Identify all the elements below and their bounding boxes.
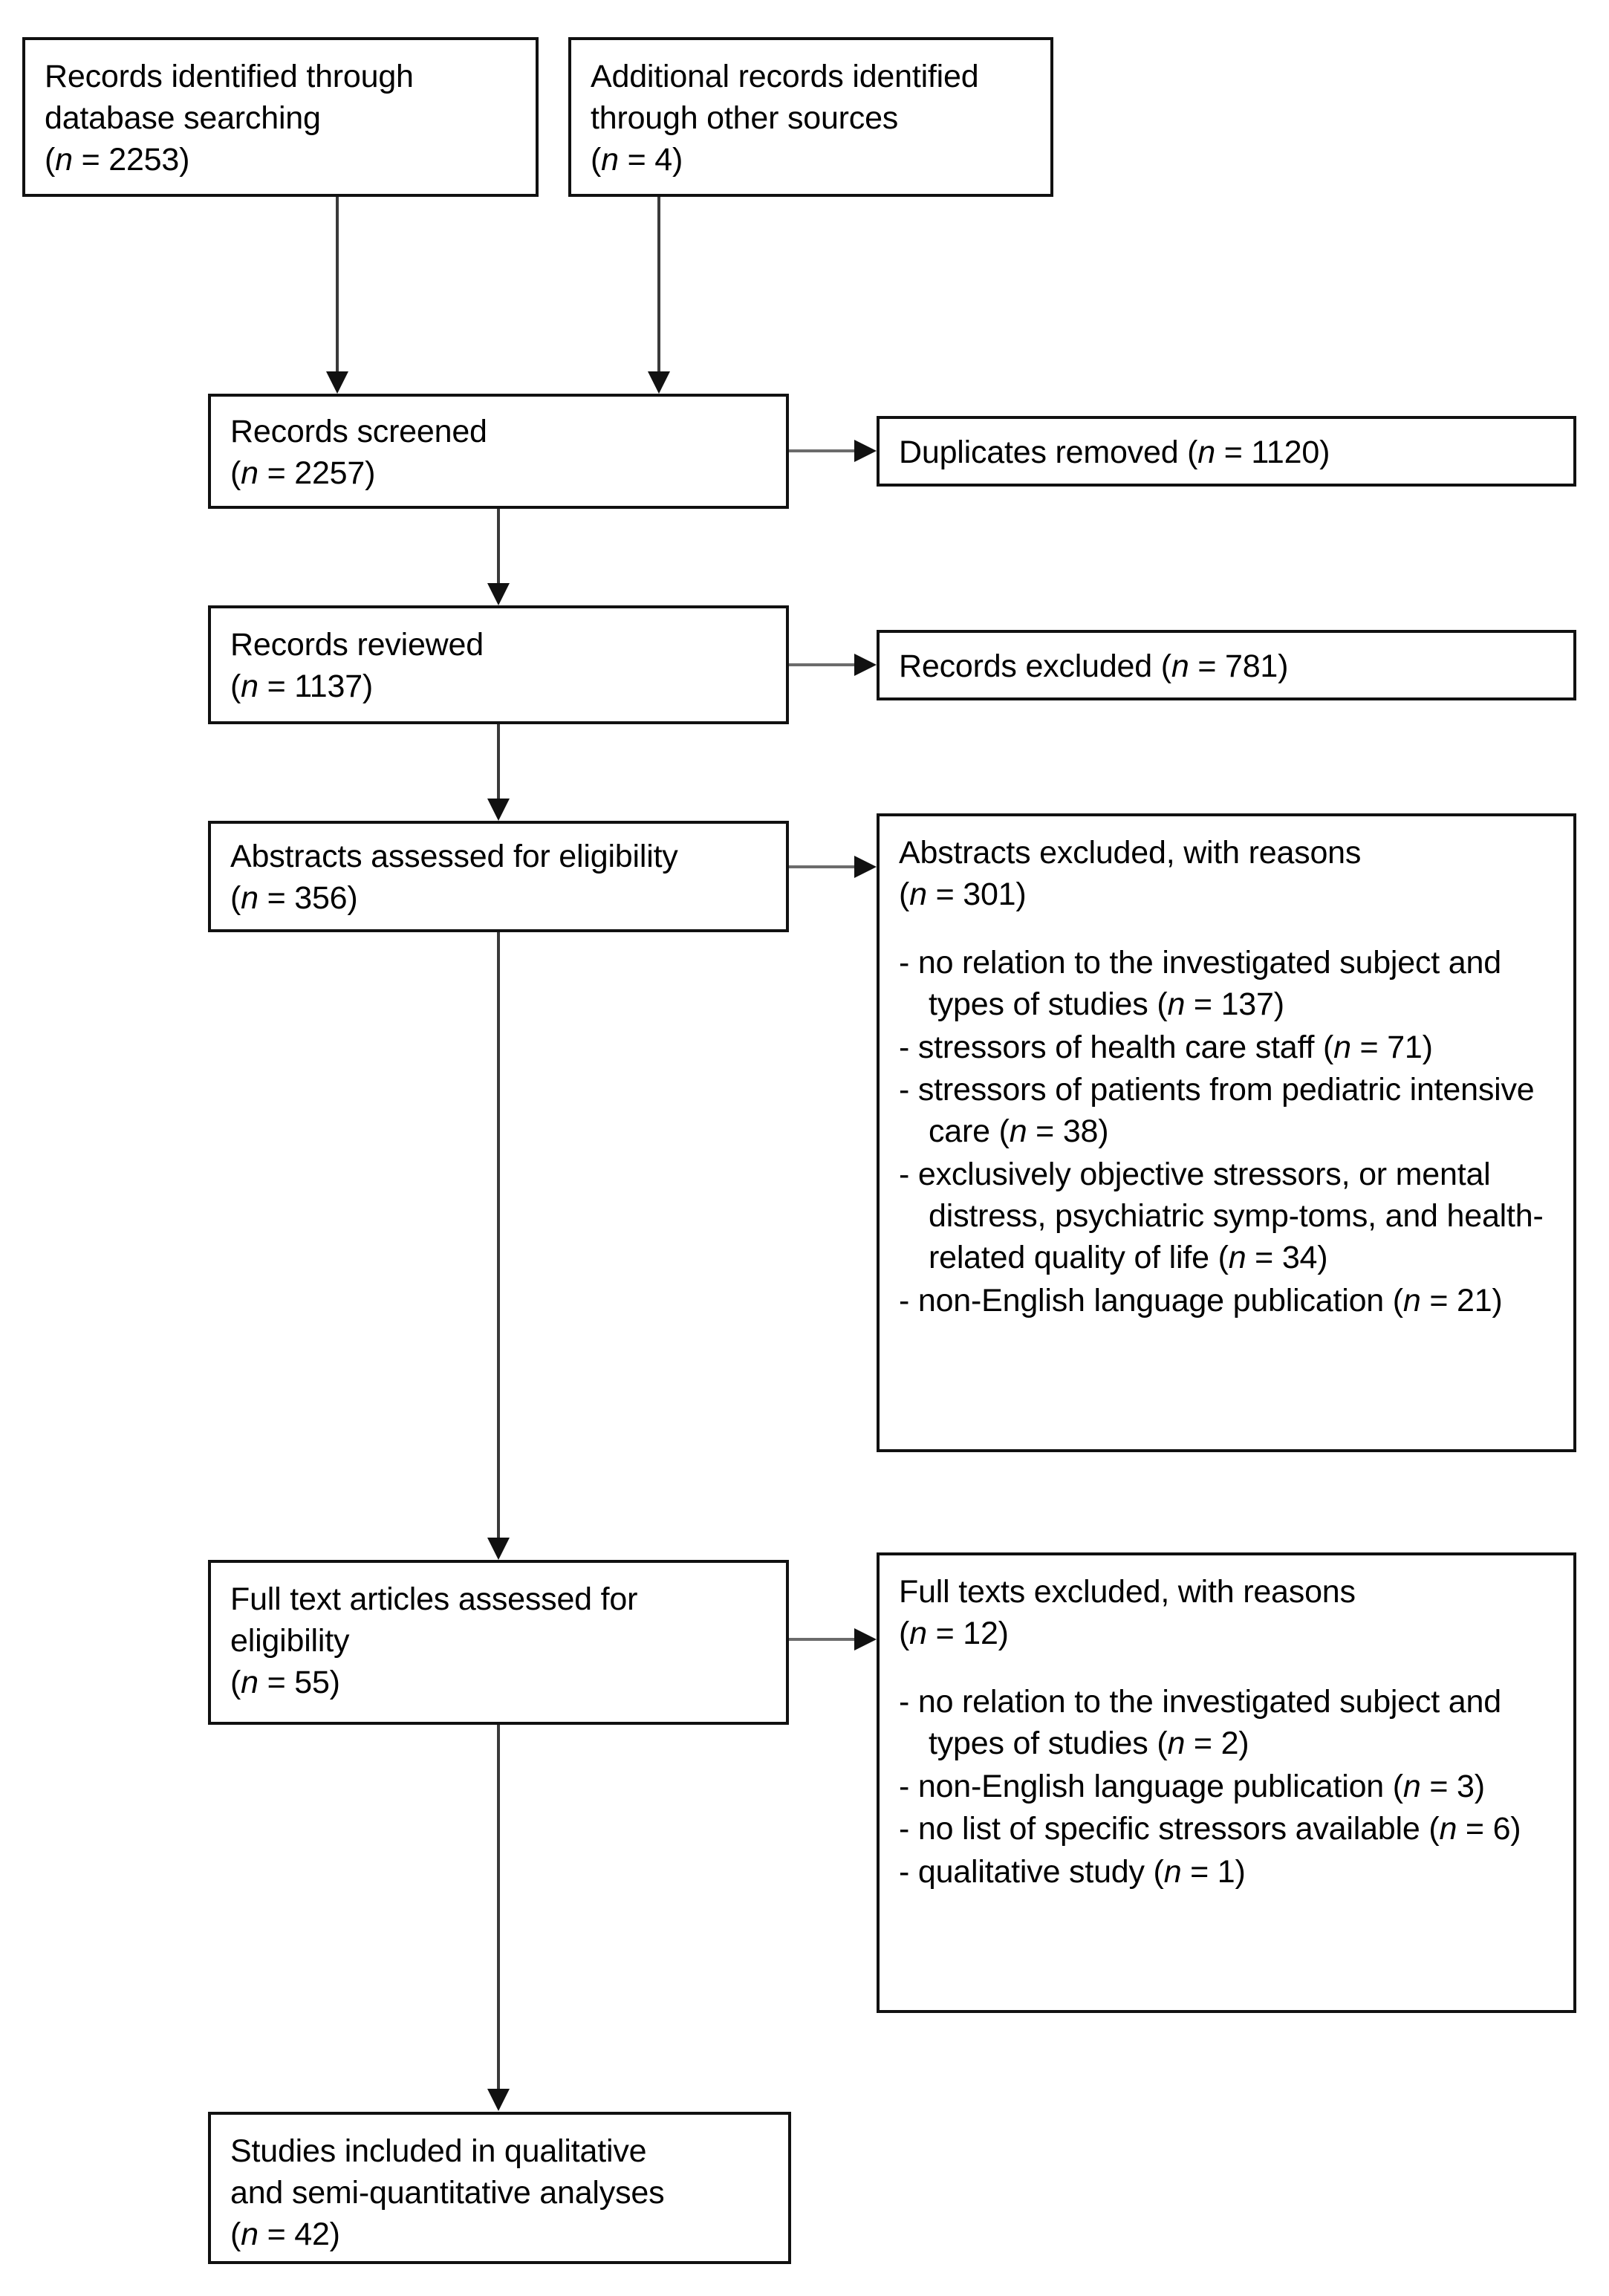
fulltext-assessed-line2: eligibility <box>230 1622 350 1659</box>
arrowhead-reviewed-to-abstracts <box>487 799 510 821</box>
connector-screened-to-reviewed <box>497 509 500 583</box>
records-identified-other-count: (n = 4) <box>591 141 683 178</box>
records-reviewed-line1: Records reviewed <box>230 627 484 663</box>
abstracts-excluded-reason: - no relation to the investigated subjec… <box>899 944 1501 1022</box>
node-records-identified-database: Records identified through database sear… <box>22 37 539 197</box>
fulltexts-excluded-reason-list: - no relation to the investigated subjec… <box>899 1682 1554 1893</box>
records-screened-line1: Records screened <box>230 413 487 449</box>
node-fulltext-assessed: Full text articles assessed for eligibil… <box>208 1560 789 1725</box>
node-records-reviewed: Records reviewed (n = 1137) <box>208 605 789 724</box>
studies-included-line1: Studies included in qualitative <box>230 2133 647 2169</box>
node-fulltexts-excluded: Full texts excluded, with reasons (n = 1… <box>877 1552 1576 2013</box>
arrowhead-abstracts-to-fulltext <box>487 1538 510 1560</box>
arrowhead-other-to-screened <box>648 371 670 394</box>
records-identified-other-line1: Additional records identified <box>591 59 979 94</box>
arrowhead-screened-to-duplicates <box>854 440 877 462</box>
fulltext-assessed-count: (n = 55) <box>230 1664 340 1700</box>
records-screened-count: (n = 2257) <box>230 455 376 491</box>
fulltexts-excluded-reason: - no relation to the investigated subjec… <box>899 1683 1501 1761</box>
abstracts-assessed-line1: Abstracts assessed for eligibility <box>230 839 678 875</box>
node-abstracts-excluded: Abstracts excluded, with reasons (n = 30… <box>877 813 1576 1452</box>
abstracts-excluded-reason: - stressors of health care staff (n = 71… <box>899 1029 1433 1065</box>
connector-abstracts-to-fulltext <box>497 932 500 1538</box>
studies-included-line2: and semi-quantitative analyses <box>230 2174 665 2211</box>
arrowhead-fulltext-to-fulltexts-excluded <box>854 1628 877 1651</box>
connector-database-to-screened <box>336 197 339 371</box>
arrowhead-reviewed-to-records-excluded <box>854 654 877 676</box>
fulltexts-excluded-heading: Full texts excluded, with reasons <box>899 1574 1356 1610</box>
node-duplicates-removed: Duplicates removed (n = 1120) <box>877 416 1576 487</box>
connector-other-to-screened <box>657 197 660 371</box>
fulltexts-excluded-count: (n = 12) <box>899 1615 1009 1651</box>
node-records-excluded: Records excluded (n = 781) <box>877 630 1576 700</box>
records-excluded-label: Records excluded (n = 781) <box>899 648 1289 684</box>
fulltexts-excluded-reason: - no list of specific stressors availabl… <box>899 1811 1521 1847</box>
fulltext-assessed-line1: Full text articles assessed for <box>230 1581 638 1617</box>
node-abstracts-assessed: Abstracts assessed for eligibility (n = … <box>208 821 789 932</box>
connector-reviewed-to-abstracts <box>497 724 500 799</box>
records-reviewed-count: (n = 1137) <box>230 669 374 704</box>
abstracts-excluded-reason: - exclusively objective stressors, or me… <box>899 1157 1544 1276</box>
connector-abstracts-to-abstracts-excluded <box>789 865 856 868</box>
connector-fulltext-to-fulltexts-excluded <box>789 1638 856 1641</box>
node-records-screened: Records screened (n = 2257) <box>208 394 789 509</box>
records-identified-database-count: (n = 2253) <box>45 141 190 178</box>
fulltexts-excluded-reason: - qualitative study (n = 1) <box>899 1854 1246 1890</box>
records-identified-database-line2: database searching <box>45 100 321 136</box>
fulltexts-excluded-reason: - non-English language publication (n = … <box>899 1768 1485 1804</box>
arrowhead-screened-to-reviewed <box>487 583 510 605</box>
arrowhead-fulltext-to-included <box>487 2089 510 2111</box>
abstracts-excluded-count: (n = 301) <box>899 876 1027 912</box>
connector-fulltext-to-included <box>497 1725 500 2089</box>
duplicates-removed-label: Duplicates removed (n = 1120) <box>899 434 1330 470</box>
abstracts-excluded-reason-list: - no relation to the investigated subjec… <box>899 943 1554 1322</box>
records-identified-other-line2: through other sources <box>591 100 899 136</box>
abstracts-assessed-count: (n = 356) <box>230 880 358 916</box>
records-identified-database-line1: Records identified through <box>45 59 414 94</box>
abstracts-excluded-reason: - stressors of patients from pediatric i… <box>899 1072 1535 1150</box>
abstracts-excluded-heading: Abstracts excluded, with reasons <box>899 835 1362 871</box>
arrowhead-abstracts-to-abstracts-excluded <box>854 856 877 878</box>
connector-reviewed-to-records-excluded <box>789 663 856 666</box>
abstracts-excluded-reason: - non-English language publication (n = … <box>899 1282 1503 1318</box>
node-studies-included: Studies included in qualitative and semi… <box>208 2112 791 2264</box>
node-records-identified-other: Additional records identified through ot… <box>568 37 1053 197</box>
arrowhead-database-to-screened <box>326 371 348 394</box>
connector-screened-to-duplicates <box>789 449 856 452</box>
studies-included-count: (n = 42) <box>230 2216 340 2252</box>
